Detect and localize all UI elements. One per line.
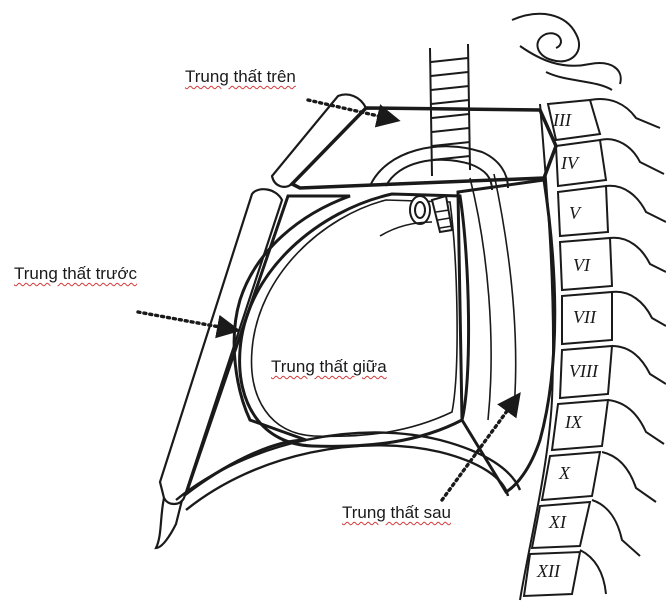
vertebra-label: XII bbox=[536, 561, 561, 581]
diaphragm bbox=[176, 433, 520, 511]
vertebra-label: VII bbox=[573, 307, 597, 327]
vertebra-label: VIII bbox=[569, 361, 599, 381]
label-superior-mediastinum: Trung thất trên bbox=[185, 67, 296, 87]
vertebra-label: III bbox=[552, 110, 572, 130]
label-middle-mediastinum: Trung thất giữa bbox=[271, 357, 387, 377]
vertebra-label: IX bbox=[564, 412, 583, 432]
esophagus bbox=[470, 174, 516, 420]
vertebra-label: IV bbox=[560, 153, 580, 173]
label-posterior-mediastinum: Trung thất sau bbox=[342, 503, 451, 523]
vertebra-label: X bbox=[558, 463, 571, 483]
label-anterior-mediastinum: Trung thất trước bbox=[14, 264, 137, 284]
vertebra-label: VI bbox=[573, 255, 591, 275]
bronchus-cross-section bbox=[380, 196, 452, 236]
vertebra-label: V bbox=[569, 203, 582, 223]
arrow-anterior bbox=[138, 312, 236, 330]
posterior-mediastinum-outline bbox=[458, 180, 555, 492]
vertebra-label: XI bbox=[548, 512, 567, 532]
middle-mediastinum bbox=[240, 194, 469, 446]
arrow-posterior bbox=[442, 396, 518, 500]
